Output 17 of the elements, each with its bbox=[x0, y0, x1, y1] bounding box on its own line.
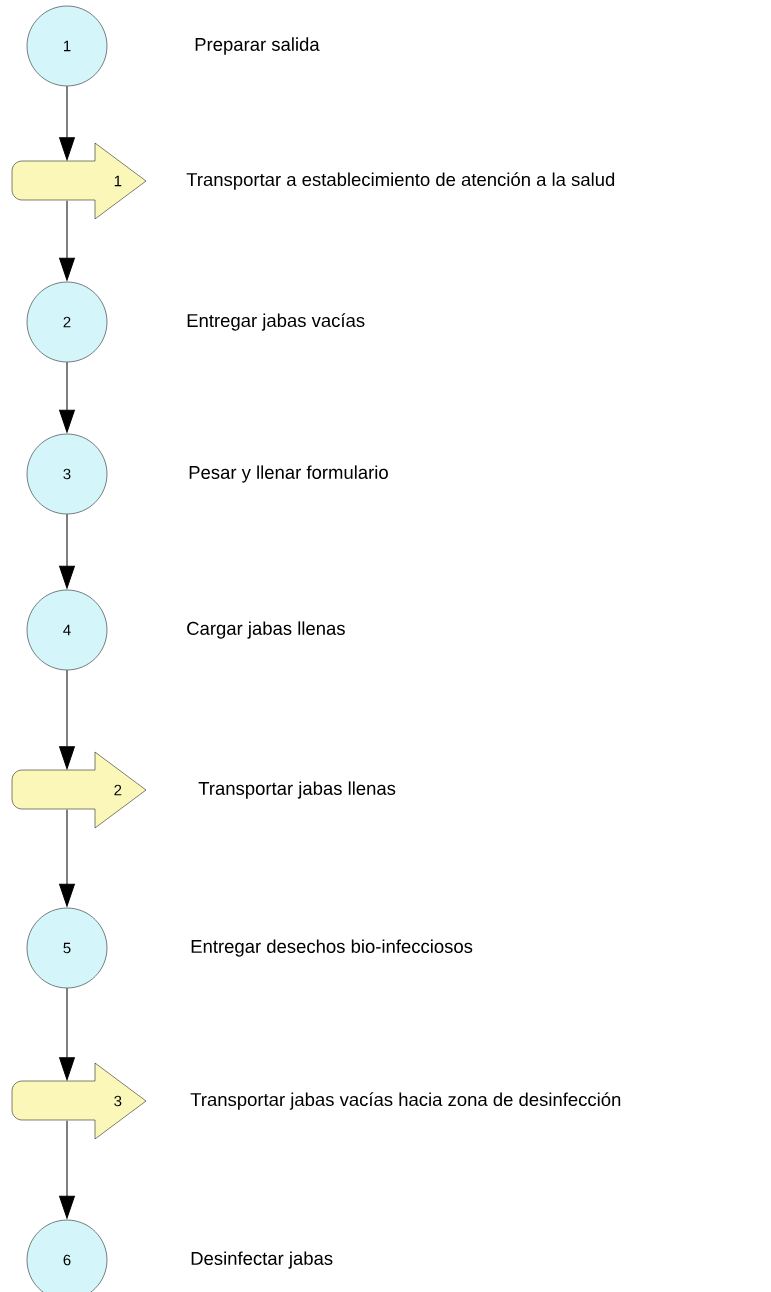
arrow bbox=[59, 200, 75, 281]
step-description: Transportar jabas llenas bbox=[198, 781, 396, 799]
step-description: Cargar jabas llenas bbox=[187, 621, 345, 639]
step-description: Transportar a establecimiento de atención a la salud bbox=[186, 172, 615, 190]
arrow bbox=[59, 361, 75, 433]
arrow bbox=[59, 85, 75, 161]
arrow bbox=[59, 669, 75, 770]
step-description: Transportar jabas vacías hacia zona de desinfección bbox=[190, 1092, 621, 1110]
arrow bbox=[59, 1120, 75, 1219]
step-description: Pesar y llenar formulario bbox=[189, 465, 388, 483]
step-description: Entregar desechos bio-infecciosos bbox=[191, 939, 473, 957]
step-description: Preparar salida bbox=[195, 37, 320, 55]
arrow bbox=[59, 987, 75, 1081]
arrow bbox=[59, 513, 75, 589]
step-description: Desinfectar jabas bbox=[191, 1251, 333, 1269]
arrow bbox=[59, 809, 75, 907]
step-description: Entregar jabas vacías bbox=[187, 313, 365, 331]
